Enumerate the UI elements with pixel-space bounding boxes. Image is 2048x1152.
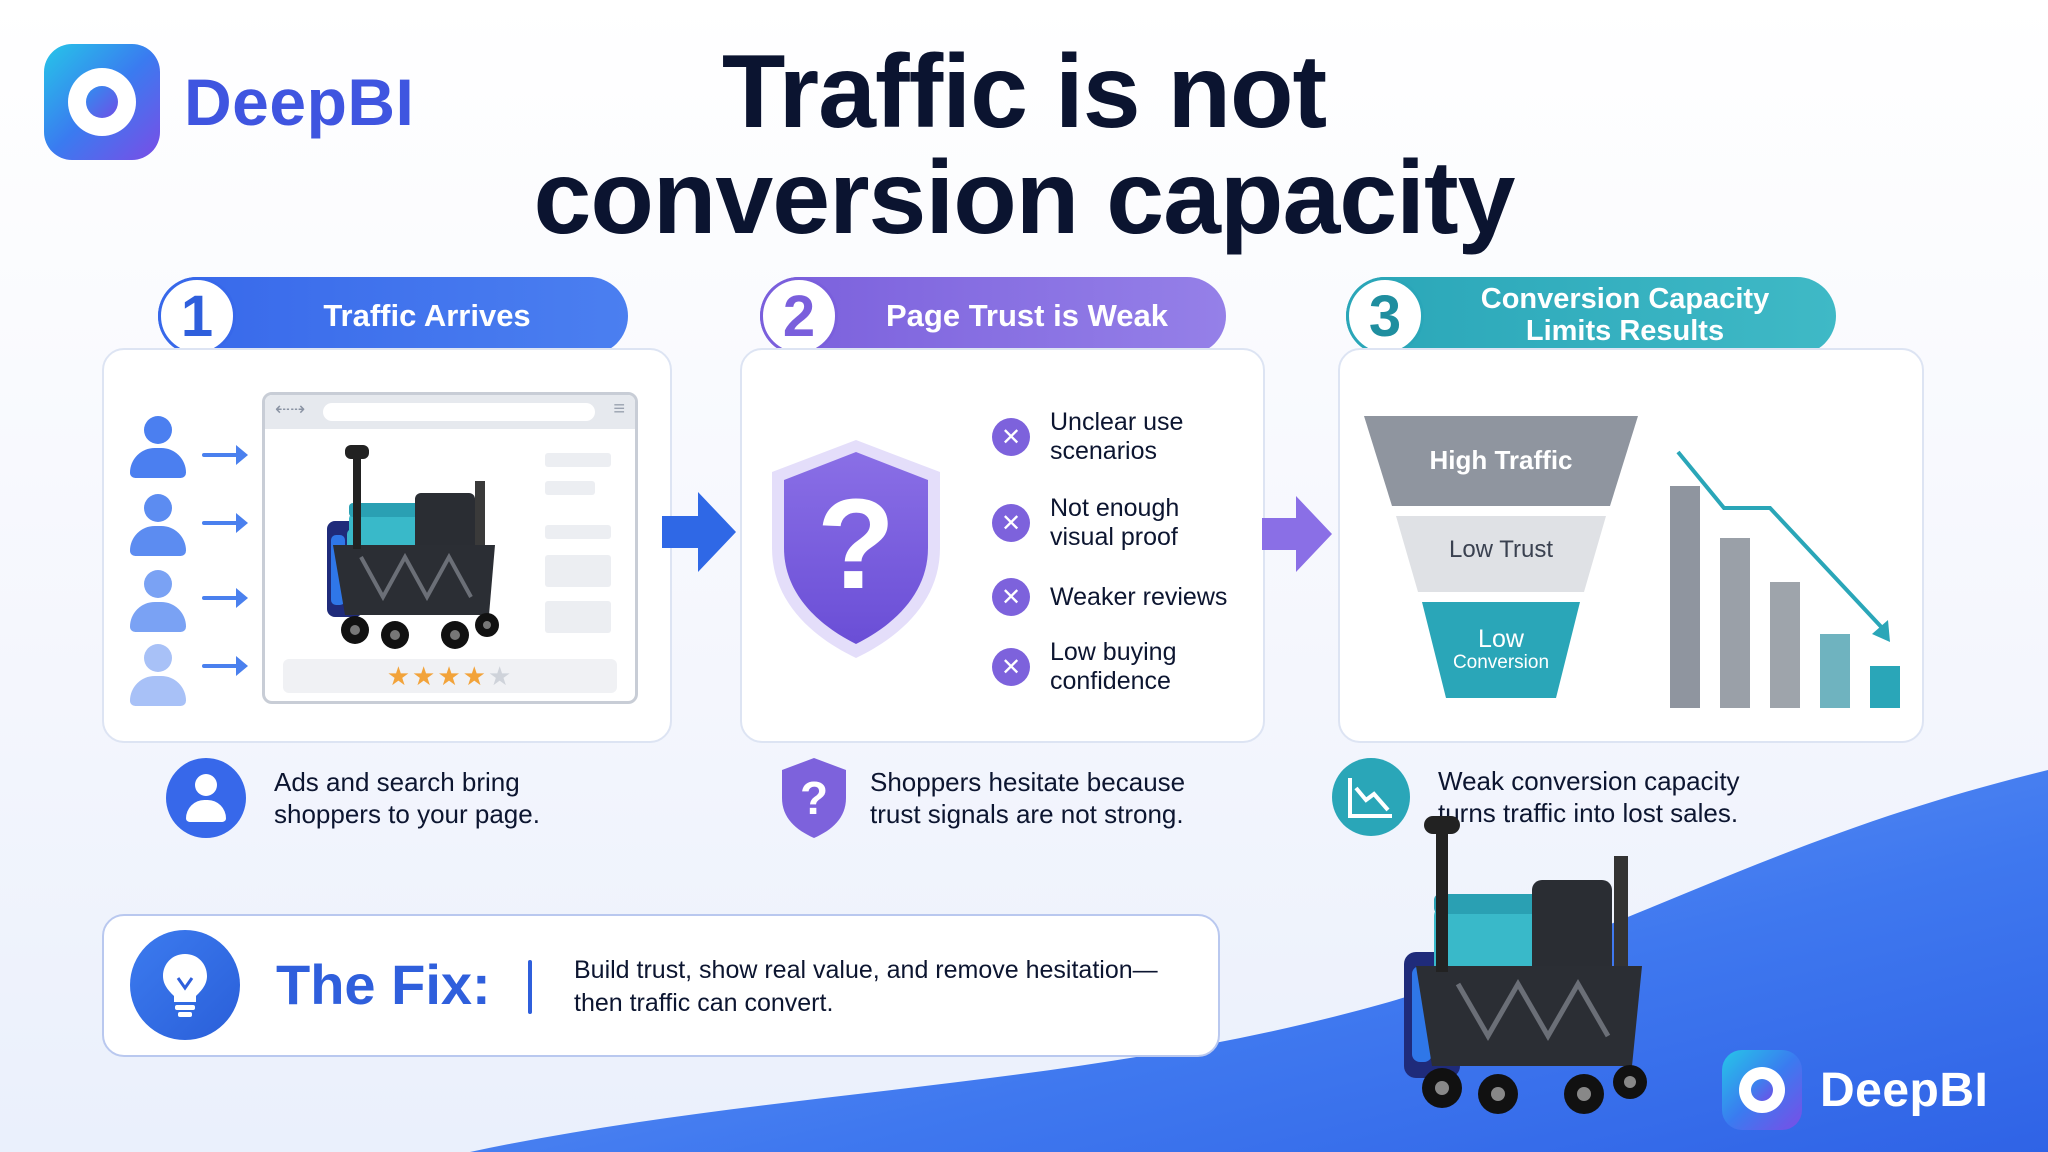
arrow-right-icon bbox=[202, 445, 248, 465]
arrow-right-icon bbox=[662, 492, 736, 572]
arrow-right-icon bbox=[202, 513, 248, 533]
brand-name: DeepBI bbox=[184, 65, 415, 139]
funnel-icon bbox=[1364, 416, 1638, 698]
brand-logo-footer[interactable]: DeepBI bbox=[1722, 1050, 1988, 1130]
x-circle-icon: ✕ bbox=[992, 418, 1030, 456]
browser-nav-icon: ⇠⇢ bbox=[275, 399, 306, 419]
arrow-right-icon bbox=[202, 656, 248, 676]
arrow-right-icon bbox=[202, 588, 248, 608]
fix-description: Build trust, show real value, and remove… bbox=[574, 956, 1158, 1017]
user-icon bbox=[130, 570, 186, 632]
headline-line-1: Traffic is not bbox=[721, 34, 1327, 150]
declining-bar-chart-icon bbox=[1670, 450, 1900, 708]
trend-down-icon bbox=[1332, 758, 1410, 836]
fix-box: The Fix: Build trust, show real value, a… bbox=[102, 914, 1220, 1057]
shield-question-icon: ? bbox=[772, 440, 940, 658]
step-1-pill: 1 Traffic Arrives bbox=[158, 277, 628, 355]
step-2-number: 2 bbox=[760, 277, 838, 355]
shield-question-icon: ? bbox=[782, 758, 846, 838]
funnel-low-trust: Low Trust bbox=[1448, 536, 1554, 563]
step-2-title: Page Trust is Weak bbox=[886, 297, 1168, 333]
product-rating: ★★★★★ bbox=[283, 659, 617, 693]
x-circle-icon: ✕ bbox=[992, 504, 1030, 542]
x-circle-icon: ✕ bbox=[992, 648, 1030, 686]
step-1-title: Traffic Arrives bbox=[323, 297, 531, 333]
issue-weak-reviews: ✕ Weaker reviews bbox=[992, 578, 1227, 616]
divider bbox=[528, 960, 532, 1014]
browser-url-bar bbox=[323, 403, 595, 421]
lightbulb-icon bbox=[130, 930, 240, 1040]
star-empty-icon: ★ bbox=[487, 660, 514, 691]
user-icon bbox=[130, 494, 186, 556]
step-3-number: 3 bbox=[1346, 277, 1424, 355]
deepbi-logo-icon bbox=[1722, 1050, 1802, 1130]
browser-window: ⇠⇢ ≡ ★★★★★ bbox=[262, 392, 638, 704]
step-1-number: 1 bbox=[158, 277, 236, 355]
brand-logo[interactable]: DeepBI bbox=[44, 44, 414, 160]
headline-line-2: conversion capacity bbox=[533, 140, 1516, 256]
user-icon bbox=[130, 644, 186, 706]
user-icon bbox=[166, 758, 246, 838]
star-icon: ★★★★ bbox=[386, 660, 488, 691]
brand-name-footer: DeepBI bbox=[1820, 1063, 1989, 1117]
svg-text:?: ? bbox=[800, 772, 828, 824]
wagon-image bbox=[1404, 816, 1647, 1114]
menu-icon: ≡ bbox=[613, 398, 625, 420]
user-icon bbox=[130, 416, 186, 478]
step-1-card: ⇠⇢ ≡ ★★★★★ bbox=[102, 348, 672, 743]
arrow-right-icon bbox=[1262, 496, 1332, 572]
funnel-high-traffic: High Traffic bbox=[1429, 444, 1573, 475]
deepbi-logo-icon bbox=[44, 44, 160, 160]
wagon-image bbox=[327, 445, 499, 649]
svg-text:?: ? bbox=[817, 473, 895, 616]
step-2-pill: 2 Page Trust is Weak bbox=[760, 277, 1226, 355]
fix-title: The Fix: bbox=[276, 953, 491, 1016]
x-circle-icon: ✕ bbox=[992, 578, 1030, 616]
